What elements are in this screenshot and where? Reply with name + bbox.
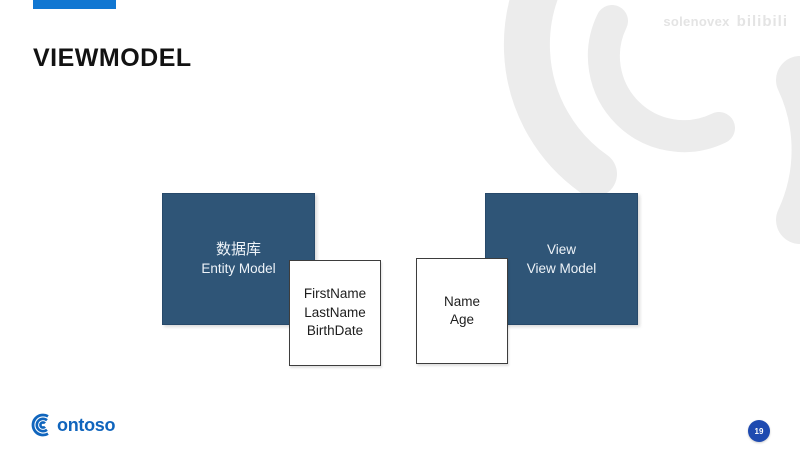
watermark: solenovex bilibili: [663, 13, 788, 30]
inner-arc: [587, 5, 735, 153]
view-fields-box: Name Age: [416, 258, 508, 364]
logo-inner-arc: [39, 421, 46, 429]
view-field-age: Age: [449, 312, 475, 327]
entity-field-firstname: FirstName: [303, 286, 367, 302]
page-number: 19: [754, 426, 764, 436]
entity-field-birthdate: BirthDate: [306, 323, 364, 339]
accent-bar: [33, 0, 116, 9]
middle-arc: [503, 0, 617, 197]
contoso-c-icon: [31, 413, 49, 437]
bilibili-wordmark: bilibili: [736, 13, 788, 30]
page-number-badge: 19: [748, 420, 770, 442]
contoso-logo: ontoso: [30, 412, 115, 438]
contoso-wordmark: ontoso: [57, 414, 116, 435]
entity-box-label-en: Entity Model: [201, 261, 276, 276]
view-field-name: Name: [443, 293, 480, 309]
entity-fields-box: FirstName LastName BirthDate: [289, 260, 381, 366]
watermark-brand-text: solenovex: [663, 14, 730, 29]
logo-middle-arc: [35, 417, 48, 433]
entity-box-label-zh: 数据库: [215, 241, 261, 258]
entity-field-lastname: LastName: [304, 304, 366, 320]
slide-title: VIEWMODEL: [33, 44, 192, 72]
logo-outer-arc: [31, 413, 49, 437]
view-box-label-line1: View: [546, 242, 577, 257]
view-box-label-line2: View Model: [526, 261, 597, 276]
